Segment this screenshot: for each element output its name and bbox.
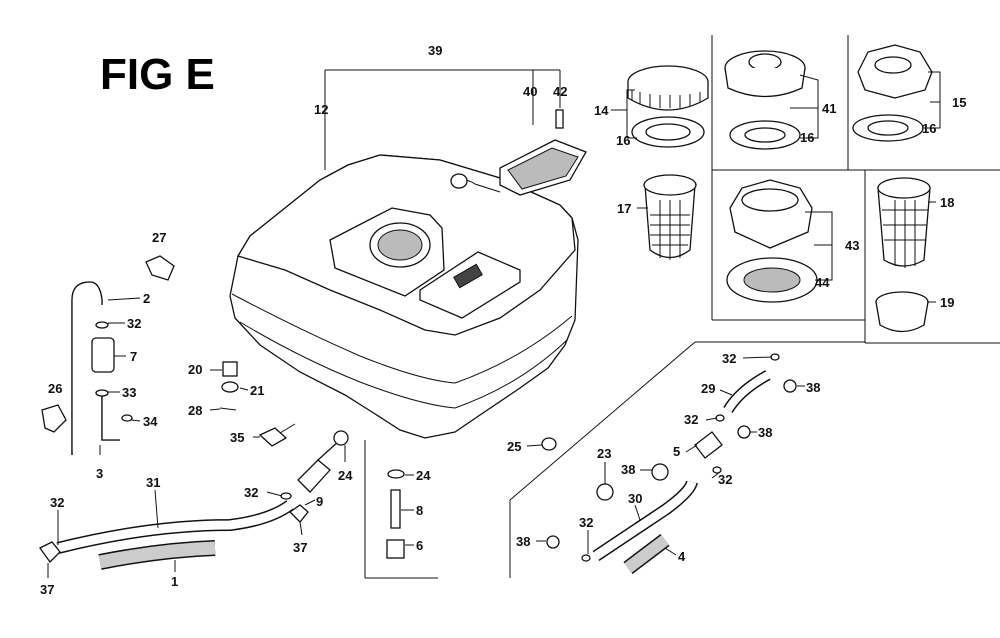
label-38-a: 38 [621,462,635,477]
label-37-b: 37 [40,582,54,597]
figure-title: FIG E [100,50,215,99]
label-35: 35 [230,430,244,445]
leader-lines [47,71,941,578]
label-7: 7 [130,349,137,364]
label-9: 9 [316,494,323,509]
label-25: 25 [507,439,521,454]
label-32-c: 32 [50,495,64,510]
label-26: 26 [48,381,62,396]
label-27: 27 [152,230,166,245]
label-31: 31 [146,475,160,490]
label-24-a: 24 [338,468,353,483]
label-24-b: 24 [416,468,431,483]
label-43: 43 [845,238,859,253]
label-29: 29 [701,381,715,396]
label-20: 20 [188,362,202,377]
label-32-e: 32 [579,515,593,530]
label-1: 1 [171,574,178,589]
label-39: 39 [428,43,442,58]
label-5: 5 [673,444,680,459]
label-19: 19 [940,295,954,310]
label-32-f: 32 [722,351,736,366]
label-41: 41 [822,101,836,116]
label-33: 33 [122,385,136,400]
cap-41 [724,50,806,150]
label-40: 40 [523,84,537,99]
cap-15 [852,44,933,142]
fuel-tank [229,109,587,439]
label-23: 23 [597,446,611,461]
strainer-18 [877,177,931,268]
left-parts [41,255,175,455]
label-30: 30 [628,491,642,506]
label-14: 14 [594,103,609,118]
label-8: 8 [416,503,423,518]
label-6: 6 [416,538,423,553]
mid-parts [219,361,405,559]
label-17: 17 [617,201,631,216]
label-34: 34 [143,414,158,429]
label-32-g: 32 [684,412,698,427]
label-16-c: 16 [922,121,936,136]
part-labels: 39 12 40 42 14 16 17 41 16 15 16 18 43 4… [40,43,966,597]
label-3: 3 [96,466,103,481]
right-lower-parts [541,353,797,574]
bottom-hoses [39,500,294,570]
label-37-a: 37 [293,540,307,555]
label-15: 15 [952,95,966,110]
label-42: 42 [553,84,567,99]
label-18: 18 [940,195,954,210]
label-16-a: 16 [616,133,630,148]
strainer-19 [875,291,929,333]
label-2: 2 [143,291,150,306]
label-28: 28 [188,403,202,418]
label-4: 4 [678,549,686,564]
label-44: 44 [815,275,830,290]
cap-14 [627,65,709,148]
label-38-c: 38 [806,380,820,395]
label-38-d: 38 [758,425,772,440]
label-32-a: 32 [127,316,141,331]
section-boxes [364,35,1000,579]
cap-43 [726,179,818,303]
label-32-d: 32 [718,472,732,487]
strainer-17 [643,174,697,260]
label-12: 12 [314,102,328,117]
label-32-b: 32 [244,485,258,500]
bracket-39 [324,69,561,170]
label-21: 21 [250,383,264,398]
label-16-b: 16 [800,130,814,145]
label-38-b: 38 [516,534,530,549]
